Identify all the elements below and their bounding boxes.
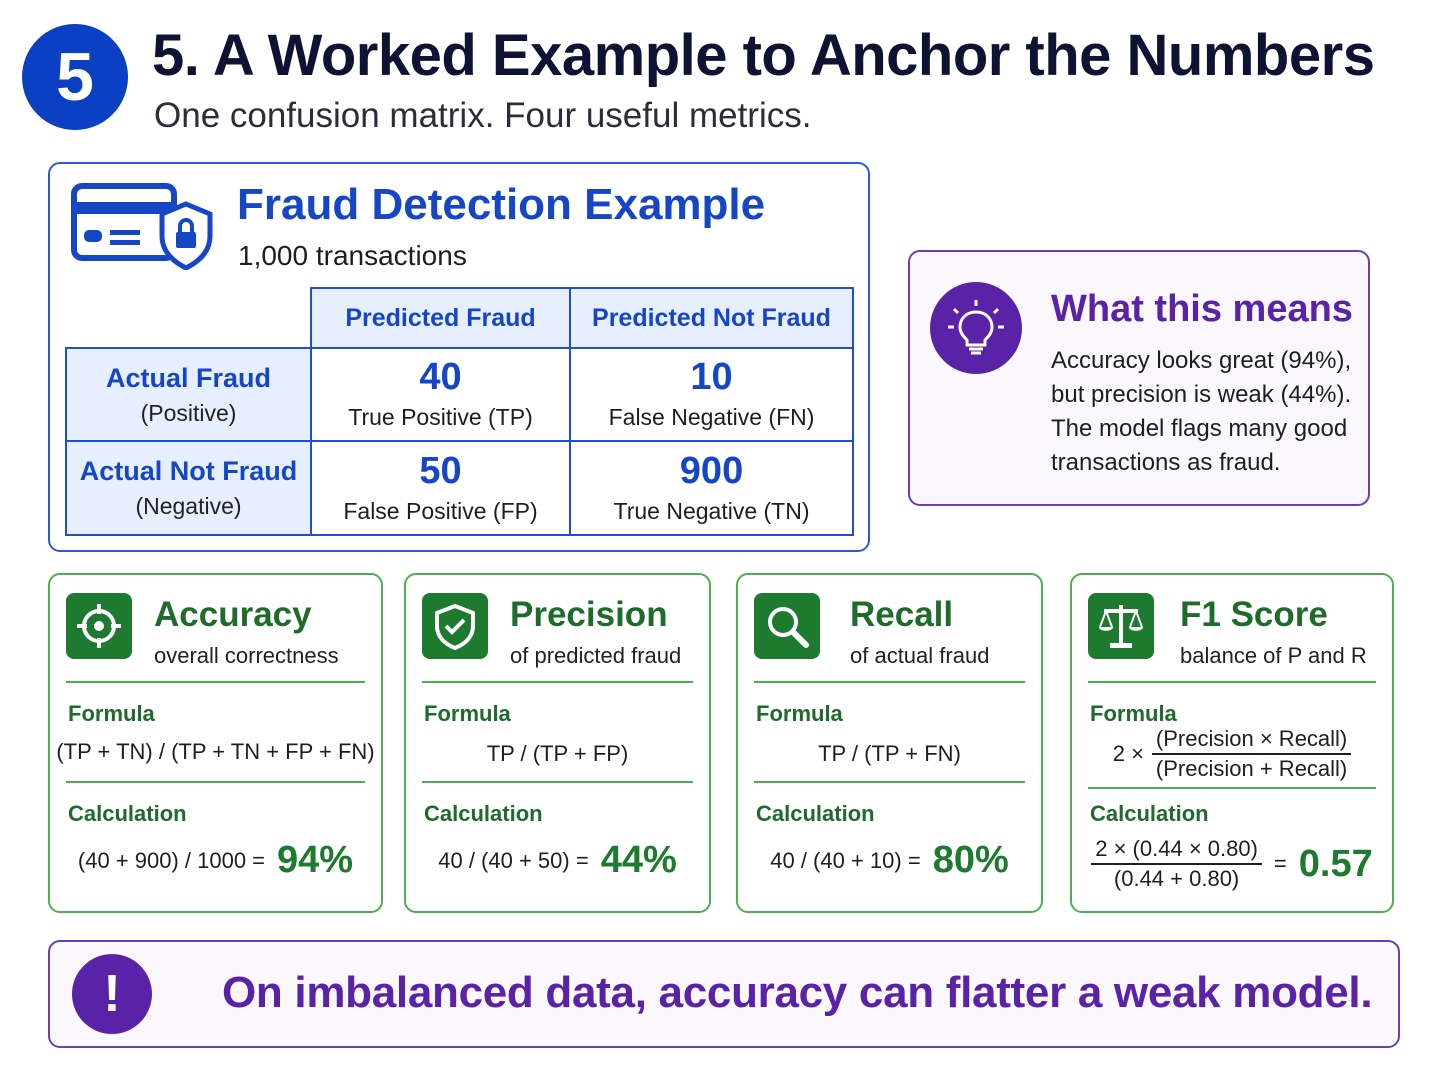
shield-check-icon [422,593,488,659]
calculation-label: Calculation [1090,801,1209,826]
exclamation-icon: ! [72,954,152,1034]
formula-label: Formula [68,701,155,726]
metric-result: 80% [932,839,1009,881]
divider [422,681,693,683]
calculation-label: Calculation [68,801,187,826]
lightbulb-icon [930,282,1022,374]
divider [754,681,1025,683]
balance-scale-icon [1088,593,1154,659]
confusion-matrix: Predicted Fraud Predicted Not Fraud Actu… [65,287,856,537]
divider [1088,787,1376,789]
calculation-numerator: 2 × (0.44 × 0.80) [1091,835,1262,865]
meaning-text: Accuracy looks great (94%), but precisio… [1051,347,1352,476]
col-header-predicted-not-fraud: Predicted Not Fraud [569,287,854,349]
metric-subtitle: of predicted fraud [510,643,682,668]
calculation: (40 + 900) / 1000 = 94% [50,839,381,882]
calculation-expression: 40 / (40 + 50) = [438,847,589,873]
col-header-predicted-fraud: Predicted Fraud [310,287,571,349]
divider [422,781,693,783]
metric-title: F1 Score [1180,595,1328,634]
divider [66,781,365,783]
row-header-actual-fraud: Actual Fraud (Positive) [65,347,312,442]
cell-label: True Negative (TN) [613,497,810,524]
calculation-label: Calculation [424,801,543,826]
matrix-cell-tn: 900 True Negative (TN) [569,440,854,536]
cell-value: 40 [419,356,462,398]
cell-label: False Positive (FP) [343,497,538,524]
metric-result: 0.57 [1298,842,1373,885]
step-number-badge: 5 [22,24,128,130]
calculation-expression: (40 + 900) / 1000 = [77,847,266,873]
formula-denominator: (Precision + Recall) [1155,756,1348,781]
calculation-label: Calculation [756,801,875,826]
col-header-label: Predicted Not Fraud [592,303,831,332]
calculation-expression: 40 / (40 + 10) = [770,847,921,873]
page-title: 5. A Worked Example to Anchor the Number… [152,23,1375,88]
divider [754,781,1025,783]
calculation: 2 × (0.44 × 0.80) (0.44 + 0.80) = 0.57 [1072,835,1392,893]
matrix-cell-tp: 40 True Positive (TP) [310,347,571,442]
cell-value: 50 [419,449,462,492]
row-header-label: Actual Fraud [105,362,272,393]
cell-value: 10 [690,356,733,398]
takeaway-banner: ! On imbalanced data, accuracy can flatt… [48,940,1400,1048]
fraud-panel-title: Fraud Detection Example [237,180,766,229]
matrix-cell-fn: 10 False Negative (FN) [569,347,854,442]
metric-card-f1-score: F1 Score balance of P and R Formula 2 × … [1070,573,1394,913]
metric-result: 94% [277,839,354,881]
formula: (TP + TN) / (TP + TN + FP + FN) [56,739,375,764]
row-header-label: Actual Not Fraud [79,456,298,486]
magnifier-icon [754,593,820,659]
calculation-fraction: 2 × (0.44 × 0.80) (0.44 + 0.80) [1091,835,1262,893]
equals-sign: = [1273,851,1287,876]
metric-card-recall: Recall of actual fraud Formula TP / (TP … [736,573,1043,913]
formula: TP / (TP + FP) [486,741,629,766]
metric-subtitle: overall correctness [154,643,339,668]
formula-label: Formula [756,701,843,726]
metric-title: Precision [510,595,668,634]
cell-label: False Negative (FN) [608,404,815,430]
what-this-means-panel: What this means Accuracy looks great (94… [908,250,1370,506]
calculation-denominator: (0.44 + 0.80) [1113,866,1240,891]
metric-title: Accuracy [154,595,312,634]
formula-numerator: (Precision × Recall) [1151,725,1352,755]
formula-fraction: (Precision × Recall) (Precision + Recall… [1151,725,1352,783]
row-header-sublabel: (Negative) [135,493,242,519]
target-icon [66,593,132,659]
matrix-cell-fp: 50 False Positive (FP) [310,440,571,536]
col-header-label: Predicted Fraud [345,303,536,332]
calculation: 40 / (40 + 50) = 44% [406,839,709,882]
fraud-panel-subtitle: 1,000 transactions [238,240,467,271]
metric-card-precision: Precision of predicted fraud Formula TP … [404,573,711,913]
metric-result: 44% [600,839,677,881]
row-header-sublabel: (Positive) [140,399,237,426]
credit-card-shield-lock-icon [71,183,213,270]
calculation: 40 / (40 + 10) = 80% [738,839,1041,882]
divider [1088,681,1376,683]
formula: TP / (TP + FN) [818,741,961,766]
takeaway-text: On imbalanced data, accuracy can flatter… [222,968,1373,1017]
formula-label: Formula [424,701,511,726]
cell-label: True Positive (TP) [348,404,533,430]
metric-title: Recall [850,595,954,634]
metric-subtitle: balance of P and R [1180,643,1367,668]
row-header-actual-not-fraud: Actual Not Fraud (Negative) [65,440,312,536]
metric-card-accuracy: Accuracy overall correctness Formula (TP… [48,573,383,913]
divider [66,681,365,683]
metric-subtitle: of actual fraud [850,643,990,668]
fraud-detection-panel: Fraud Detection Example 1,000 transactio… [48,162,870,552]
page-subtitle: One confusion matrix. Four useful metric… [154,96,812,135]
formula-prefix: 2 × [1112,741,1144,766]
cell-value: 900 [679,449,744,492]
formula: 2 × (Precision × Recall) (Precision + Re… [1072,725,1392,783]
formula-label: Formula [1090,701,1177,726]
meaning-title: What this means [1051,288,1353,330]
